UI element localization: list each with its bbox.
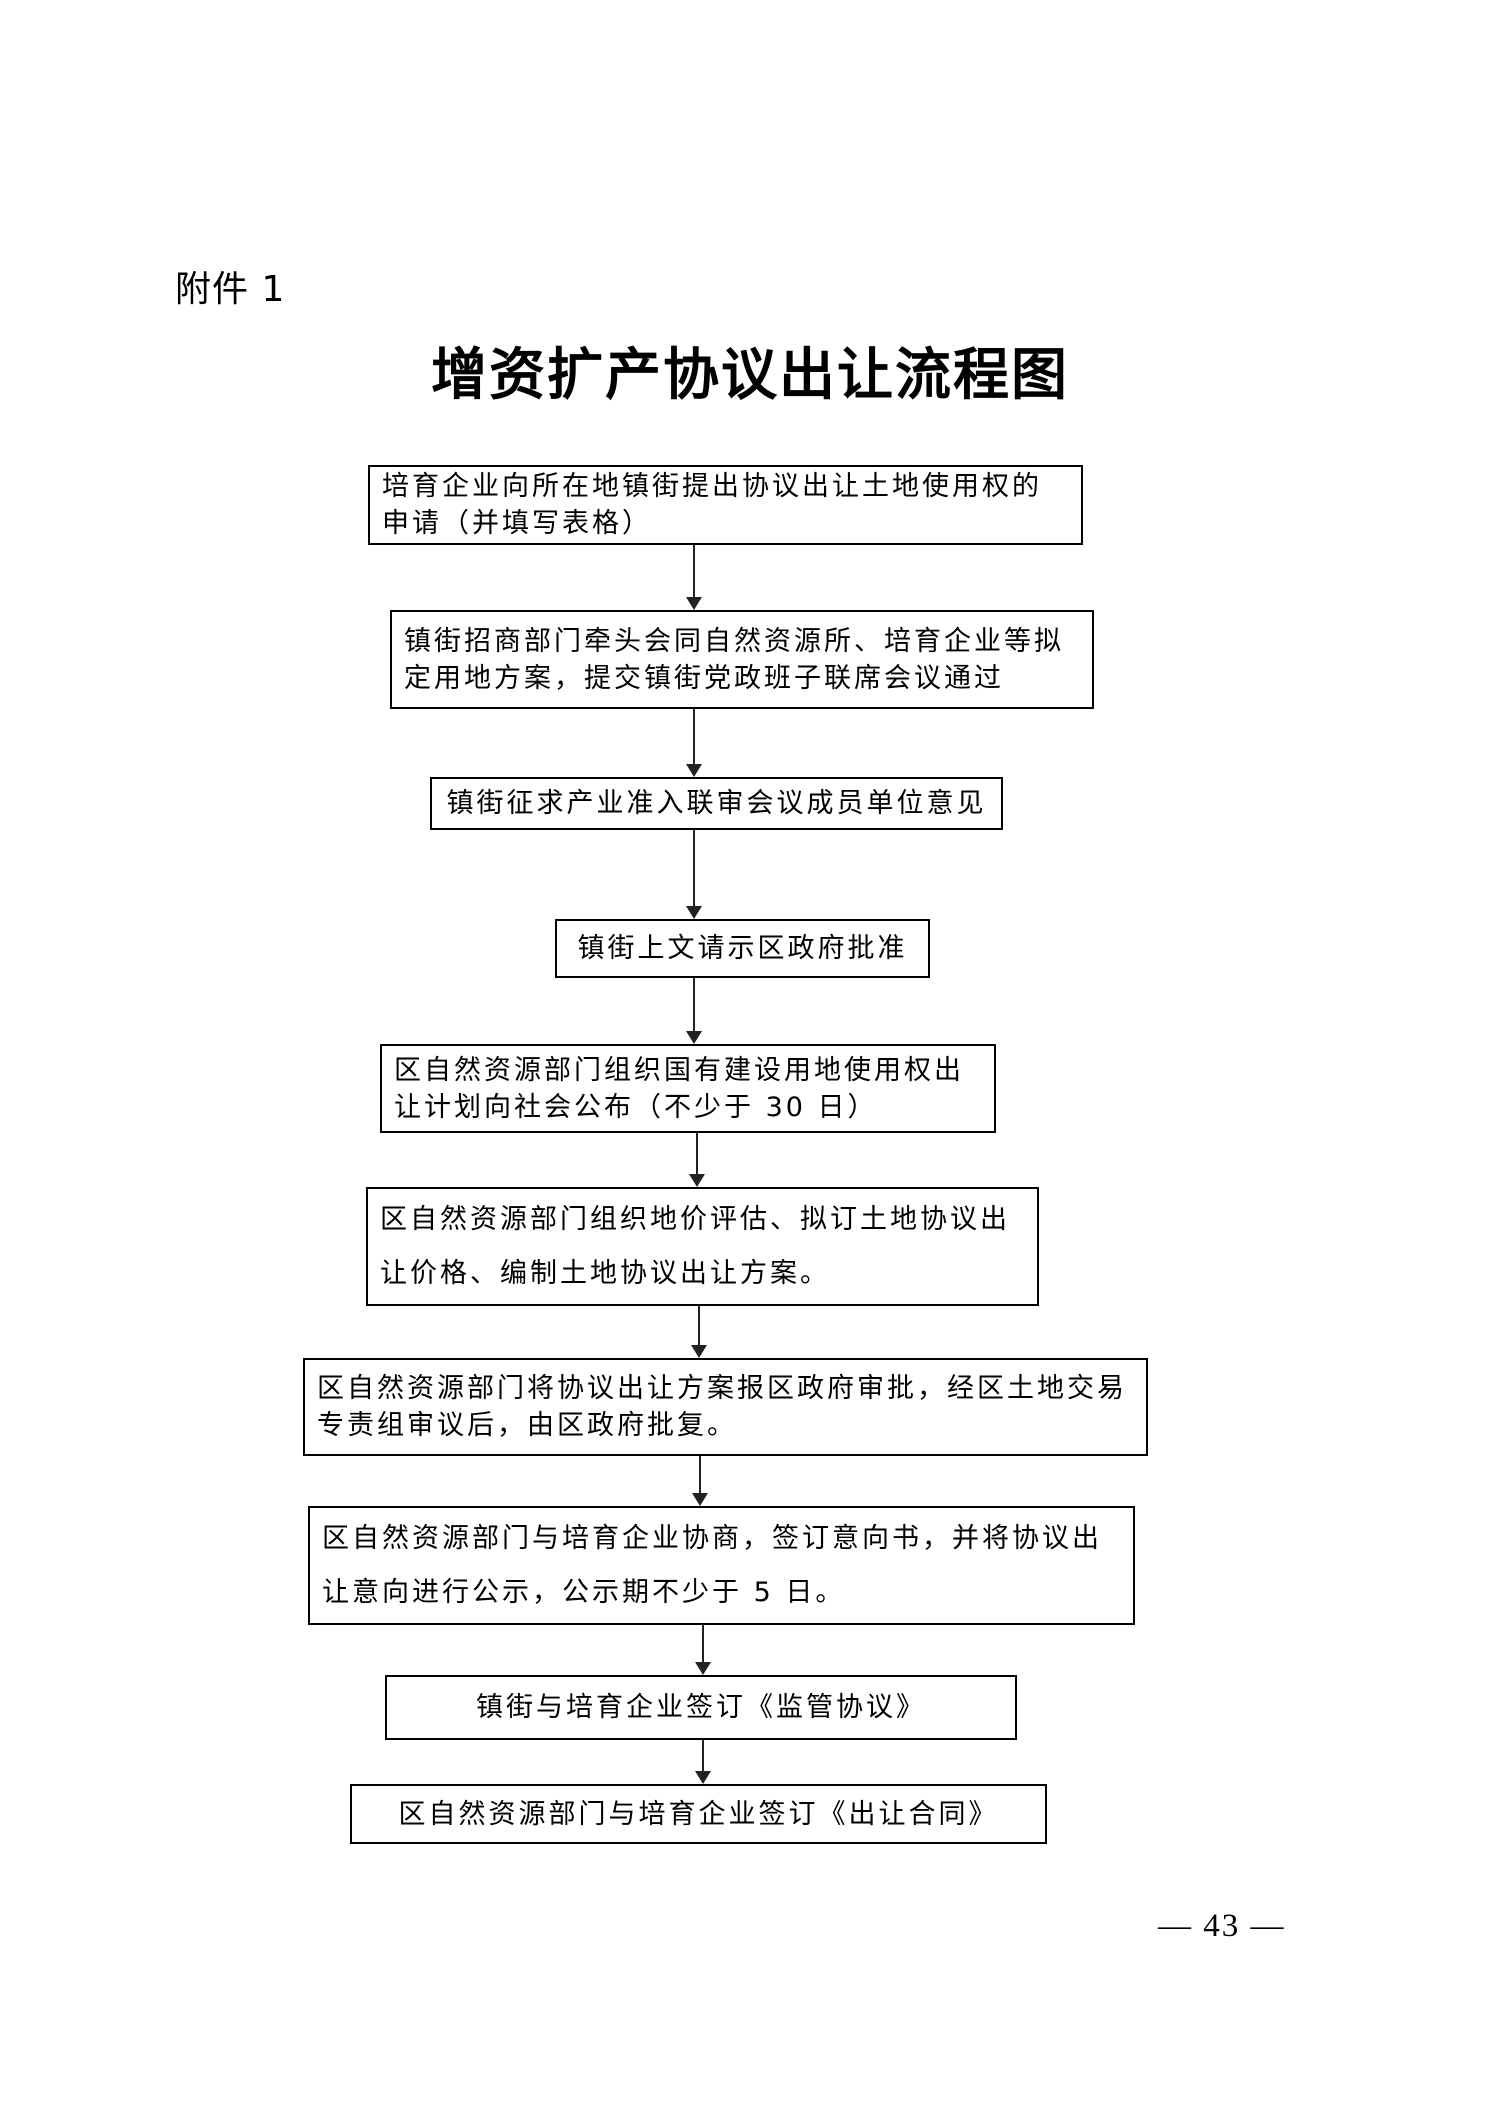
flow-arrow-2	[679, 709, 709, 777]
flow-arrow-8	[688, 1625, 718, 1675]
flow-step-8-text: 区自然资源部门与培育企业协商，签订意向书，并将协议出让意向进行公示，公示期不少于…	[322, 1522, 1102, 1608]
flow-step-10-text: 区自然资源部门与培育企业签订《出让合同》	[398, 1798, 999, 1830]
page-number: — 43 —	[1158, 1908, 1286, 1944]
flow-step-3-text: 镇街征求产业准入联审会议成员单位意见	[446, 788, 987, 819]
flow-step-6: 区自然资源部门组织地价评估、拟订土地协议出让价格、编制土地协议出让方案。	[366, 1187, 1039, 1306]
flow-arrow-7	[685, 1456, 715, 1506]
flow-step-4: 镇街上文请示区政府批准	[555, 919, 930, 978]
flow-arrow-4	[679, 978, 709, 1044]
flow-arrow-3	[679, 830, 709, 919]
flow-step-7: 区自然资源部门将协议出让方案报区政府审批，经区土地交易专责组审议后，由区政府批复…	[303, 1358, 1148, 1456]
flow-step-3: 镇街征求产业准入联审会议成员单位意见	[430, 777, 1003, 830]
flow-arrow-5	[682, 1133, 712, 1187]
flow-arrow-1	[679, 545, 709, 610]
flow-step-9: 镇街与培育企业签订《监管协议》	[385, 1675, 1017, 1740]
flow-step-1-text: 培育企业向所在地镇街提出协议出让土地使用权的申请（并填写表格）	[382, 471, 1042, 539]
flow-arrow-9	[688, 1740, 718, 1784]
flow-step-4-text: 镇街上文请示区政府批准	[577, 933, 908, 964]
flow-step-2: 镇街招商部门牵头会同自然资源所、培育企业等拟定用地方案，提交镇街党政班子联席会议…	[390, 610, 1094, 709]
flow-step-1: 培育企业向所在地镇街提出协议出让土地使用权的申请（并填写表格）	[368, 465, 1083, 545]
flow-step-10: 区自然资源部门与培育企业签订《出让合同》	[350, 1784, 1047, 1844]
flow-step-9-text: 镇街与培育企业签订《监管协议》	[476, 1692, 926, 1723]
flow-step-7-text: 区自然资源部门将协议出让方案报区政府审批，经区土地交易专责组审议后，由区政府批复…	[317, 1373, 1127, 1441]
flow-arrow-6	[684, 1306, 714, 1358]
flow-step-8: 区自然资源部门与培育企业协商，签订意向书，并将协议出让意向进行公示，公示期不少于…	[308, 1506, 1135, 1625]
flow-step-5-text: 区自然资源部门组织国有建设用地使用权出让计划向社会公布（不少于 30 日）	[394, 1054, 964, 1123]
flow-step-5: 区自然资源部门组织国有建设用地使用权出让计划向社会公布（不少于 30 日）	[380, 1044, 996, 1133]
flow-step-6-text: 区自然资源部门组织地价评估、拟订土地协议出让价格、编制土地协议出让方案。	[380, 1203, 1010, 1289]
attachment-label: 附件 1	[175, 269, 286, 310]
page-title: 增资扩产协议出让流程图	[431, 343, 1069, 408]
flow-step-2-text: 镇街招商部门牵头会同自然资源所、培育企业等拟定用地方案，提交镇街党政班子联席会议…	[404, 625, 1064, 694]
